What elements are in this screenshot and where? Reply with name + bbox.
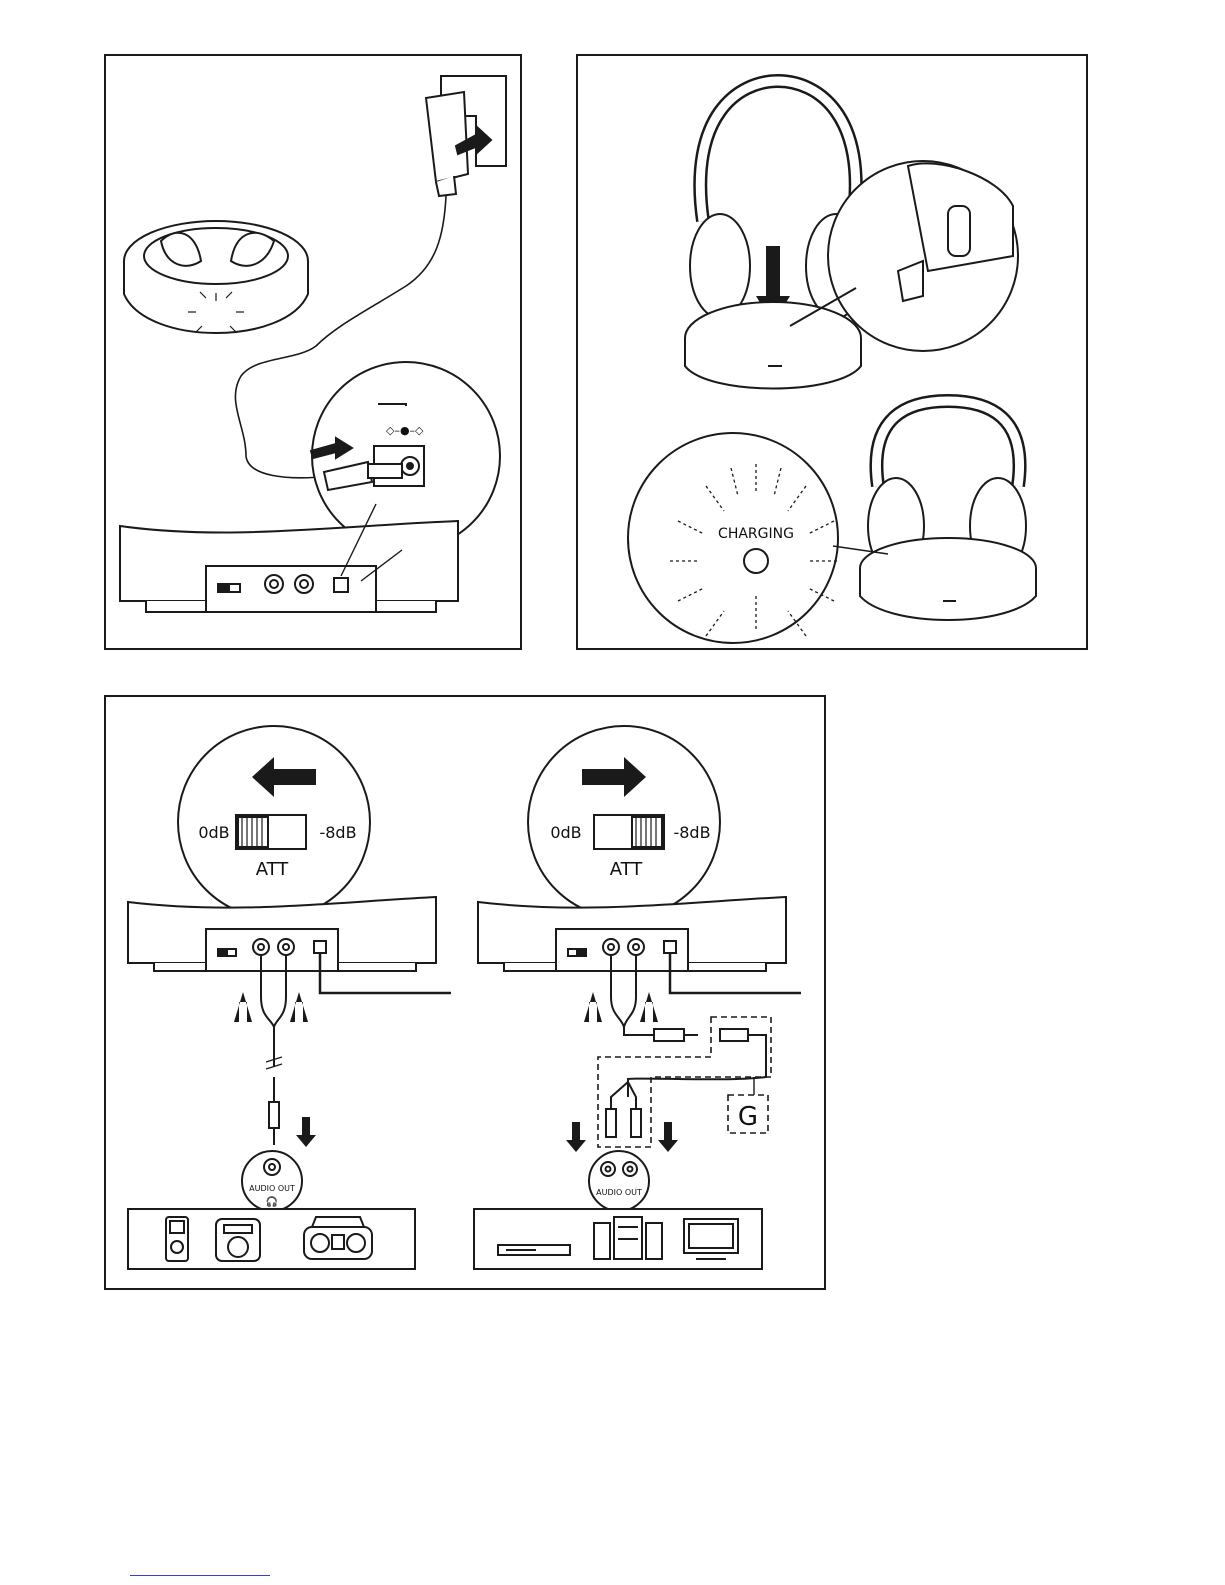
mp3-player-icon	[166, 1217, 188, 1261]
panel-charging: CHARGING	[576, 54, 1088, 650]
att-left-att-label: ATT	[256, 859, 290, 880]
y-cable-left	[234, 955, 316, 1147]
headphone-symbol-icon: 🎧	[266, 1195, 278, 1208]
audio-out-jack-left: AUDIO OUT 🎧	[242, 1151, 302, 1211]
transmitter-rear-right	[478, 897, 801, 993]
transmitter-dock	[124, 221, 308, 333]
hifi-stereo-icon	[594, 1217, 662, 1259]
charging-light-zoom: CHARGING	[628, 433, 888, 643]
tv-icon	[684, 1219, 738, 1259]
audio-out-label-left: AUDIO OUT	[249, 1184, 295, 1193]
att-right-0db-label: 0dB	[550, 823, 581, 842]
cable-tag-g: G	[738, 1102, 758, 1132]
footer-link-underline	[130, 1575, 270, 1576]
att-left-0db-label: 0dB	[198, 823, 229, 842]
audio-connection-illustration: 0dB -8dB ATT	[106, 697, 828, 1292]
att-right-att-label: ATT	[610, 859, 644, 880]
power-connection-illustration: ◇–●–◇	[106, 56, 524, 652]
charging-dock-top	[685, 302, 861, 389]
dvd-player-icon	[498, 1245, 570, 1255]
transmitter-rear-left	[128, 897, 451, 993]
panel-power-connection: ◇–●–◇	[104, 54, 522, 650]
cd-player-icon	[216, 1219, 260, 1261]
audio-out-jack-right: AUDIO OUT	[589, 1151, 649, 1211]
rca-adapter-cable-right: G	[566, 955, 771, 1152]
charging-illustration: CHARGING	[578, 56, 1090, 652]
source-devices-left	[128, 1209, 415, 1269]
panel-audio-connection: 0dB -8dB ATT	[104, 695, 826, 1290]
att-left-8db-label: -8dB	[319, 823, 356, 842]
att-right-8db-label: -8dB	[673, 823, 710, 842]
audio-out-label-right: AUDIO OUT	[596, 1188, 642, 1197]
source-devices-right	[474, 1209, 762, 1269]
dc-socket-zoom: ◇–●–◇	[311, 362, 500, 550]
svg-text:◇–●–◇: ◇–●–◇	[386, 424, 424, 437]
charging-label: CHARGING	[718, 526, 794, 542]
headphones-charging	[860, 401, 1036, 620]
